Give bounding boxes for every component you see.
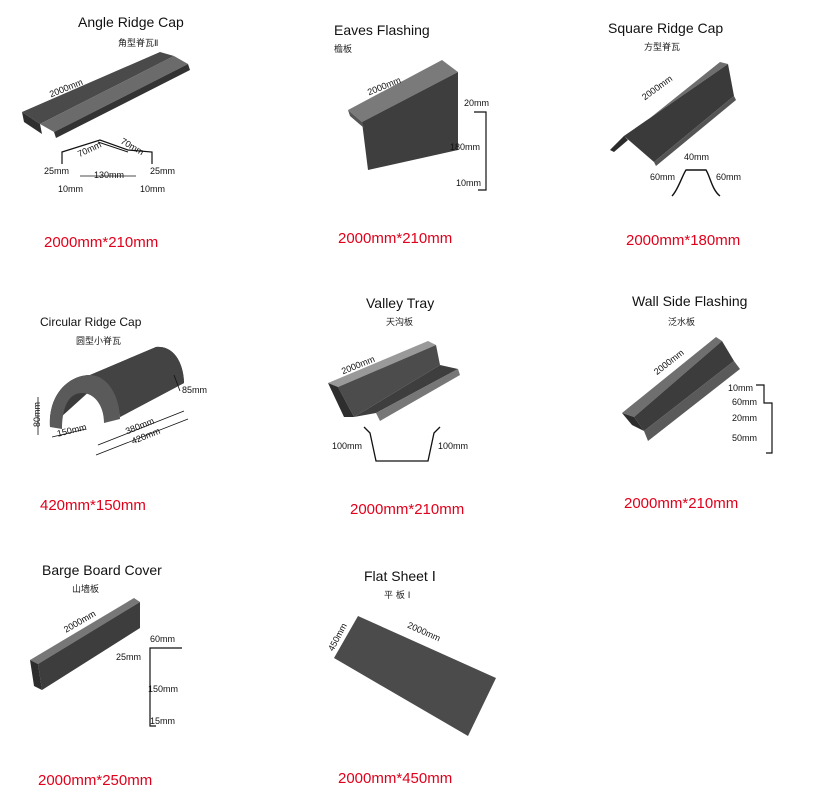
flat-sheet-drawing — [334, 616, 496, 736]
dim-bottom: 10mm — [456, 178, 482, 188]
dim-top: 20mm — [464, 98, 490, 108]
product-title: Eaves Flashing — [334, 22, 430, 38]
circular-ridge-cap-drawing — [37, 346, 189, 456]
dim-left: 100mm — [332, 441, 363, 451]
product-valley-tray: Valley Tray 天沟板 2000mm 100mm 100mm 2000m… — [272, 265, 544, 530]
product-title: Wall Side Flashing — [632, 293, 748, 309]
product-size: 2000mm*210mm — [624, 495, 739, 512]
product-size: 420mm*150mm — [40, 497, 146, 514]
product-size: 2000mm*250mm — [38, 772, 153, 789]
dim-mid: 180mm — [450, 142, 481, 152]
product-size: 2000mm*450mm — [338, 770, 453, 787]
product-title: Barge Board Cover — [42, 562, 162, 578]
product-size: 2000mm*210mm — [350, 501, 465, 518]
product-subtitle: 檐板 — [334, 45, 353, 55]
dim-height: 85mm — [182, 385, 208, 395]
dim-top: 40mm — [684, 152, 710, 162]
product-size: 2000mm*180mm — [626, 232, 741, 249]
product-title: Circular Ridge Cap — [40, 315, 142, 329]
eaves-flashing-drawing — [348, 60, 487, 191]
product-title: Flat Sheet Ⅰ — [364, 568, 436, 584]
product-subtitle: 天沟板 — [386, 318, 414, 328]
dim-side: 25mm — [116, 652, 142, 662]
dim-left: 60mm — [650, 172, 676, 182]
dim-lip-right: 10mm — [140, 184, 166, 194]
dim-top: 60mm — [150, 634, 176, 644]
dim-right: 100mm — [438, 441, 469, 451]
product-subtitle: 泛水板 — [668, 318, 696, 328]
wall-side-flashing-drawing — [622, 337, 773, 454]
dim-leg-left: 25mm — [44, 166, 70, 176]
dim-d4: 50mm — [732, 433, 758, 443]
dim-right: 60mm — [716, 172, 742, 182]
product-wall-side-flashing: Wall Side Flashing 泛水板 2000mm 10mm 60mm … — [544, 265, 816, 530]
dim-lip-left: 10mm — [58, 184, 84, 194]
dim-d3: 20mm — [732, 413, 758, 423]
product-title: Square Ridge Cap — [608, 20, 724, 36]
product-subtitle: 圆型小脊瓦 — [76, 337, 122, 347]
product-subtitle: 角型脊瓦Ⅱ — [118, 39, 159, 49]
dim-d1: 10mm — [728, 383, 754, 393]
square-ridge-cap-drawing — [610, 62, 736, 197]
product-subtitle: 平 板 Ⅰ — [384, 591, 411, 601]
product-size: 2000mm*210mm — [44, 234, 159, 251]
product-subtitle: 方型脊瓦 — [644, 43, 681, 53]
valley-tray-drawing — [328, 341, 460, 462]
product-title: Angle Ridge Cap — [78, 14, 184, 30]
product-angle-ridge-cap: Angle Ridge Cap 角型脊瓦Ⅱ 2000mm 70mm 70mm 1… — [0, 0, 272, 265]
product-size: 2000mm*210mm — [338, 230, 453, 247]
product-title: Valley Tray — [366, 295, 435, 311]
product-flat-sheet: Flat Sheet Ⅰ 平 板 Ⅰ 450mm 2000mm 2000mm*4… — [272, 530, 544, 800]
product-subtitle: 山墙板 — [72, 585, 100, 595]
product-eaves-flashing: Eaves Flashing 檐板 2000mm 20mm 180mm 10mm… — [272, 0, 544, 265]
product-circular-ridge-cap: Circular Ridge Cap 圆型小脊瓦 85mm 80mm 150mm… — [0, 265, 272, 530]
dim-end-height: 80mm — [32, 401, 42, 427]
dim-d2: 60mm — [732, 397, 758, 407]
barge-board-cover-drawing — [30, 598, 182, 727]
angle-ridge-cap-drawing — [22, 52, 190, 177]
product-square-ridge-cap: Square Ridge Cap 方型脊瓦 2000mm 40mm 60mm 6… — [544, 0, 816, 265]
dim-bottom: 15mm — [150, 716, 176, 726]
dim-mid: 150mm — [148, 684, 179, 694]
product-barge-board-cover: Barge Board Cover 山墙板 2000mm 60mm 25mm 1… — [0, 530, 272, 800]
dim-base: 130mm — [94, 170, 125, 180]
dim-leg-right: 25mm — [150, 166, 176, 176]
